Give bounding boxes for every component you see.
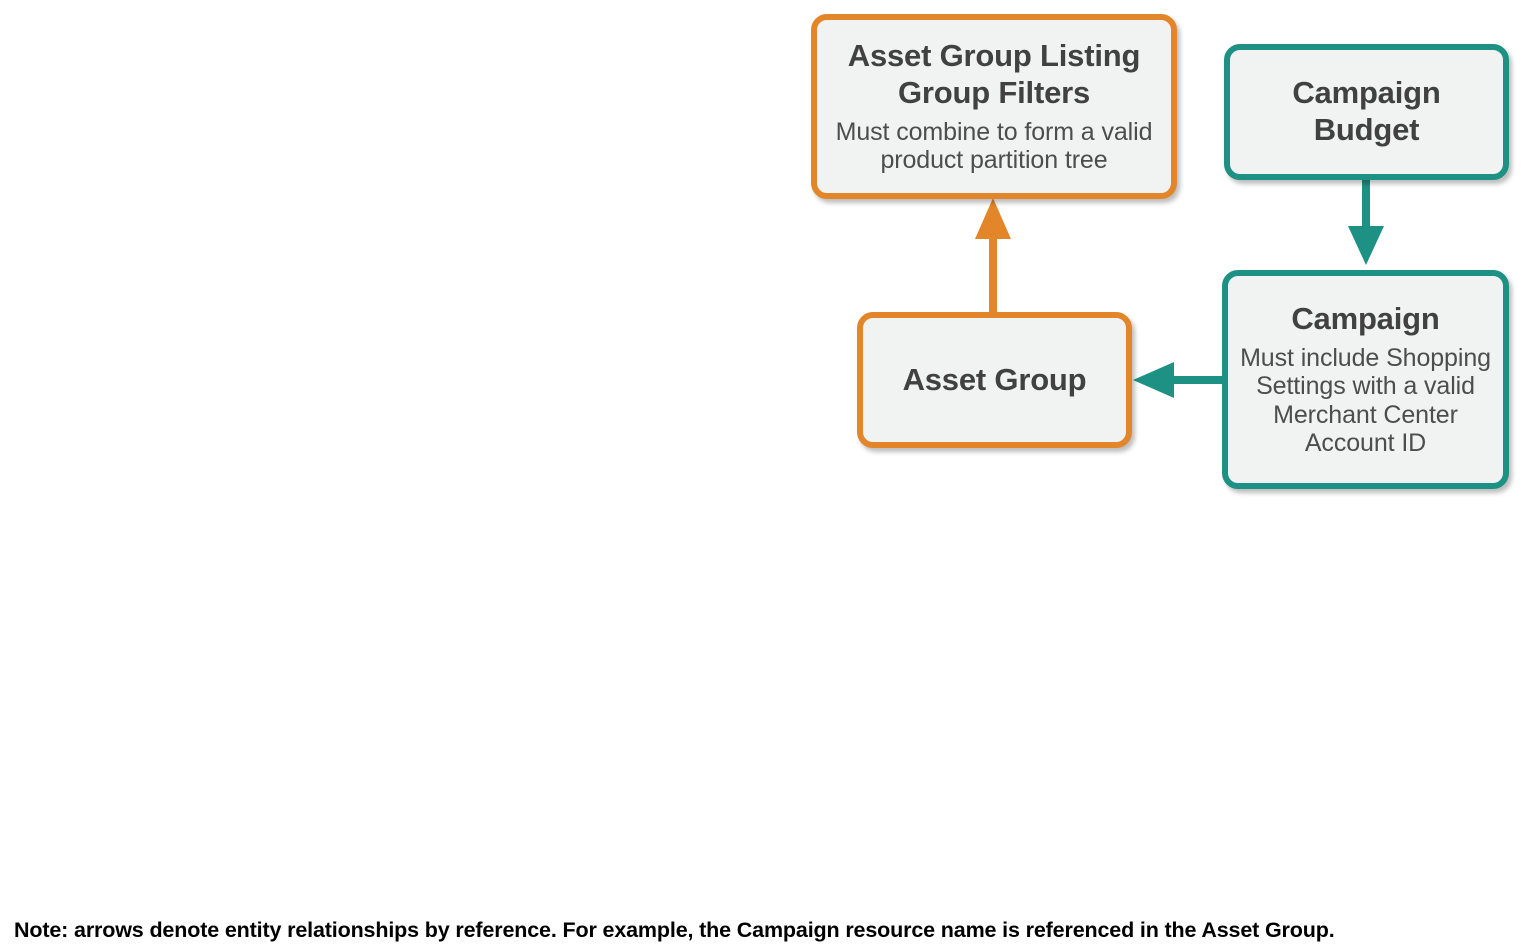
- node-title: Campaign Budget: [1292, 75, 1441, 147]
- node-title: Asset Group: [902, 361, 1087, 397]
- node-asset-group-listing-group-filters[interactable]: Asset Group Listing Group Filters Must c…: [811, 14, 1177, 199]
- node-asset-group[interactable]: Asset Group: [857, 312, 1132, 448]
- node-description: Must combine to form a valid product par…: [835, 117, 1153, 175]
- node-campaign[interactable]: Campaign Must include Shopping Settings …: [1222, 270, 1509, 489]
- arrow-campaign-budget-to-campaign: [1348, 180, 1384, 265]
- node-campaign-budget[interactable]: Campaign Budget: [1224, 44, 1509, 180]
- node-title: Campaign: [1291, 301, 1440, 337]
- node-description: Must include Shopping Settings with a va…: [1240, 343, 1491, 458]
- arrow-campaign-to-asset-group: [1133, 362, 1222, 398]
- arrow-asset-group-to-listing-group-filters: [975, 198, 1011, 312]
- node-title: Asset Group Listing Group Filters: [847, 38, 1141, 110]
- diagram-footnote: Note: arrows denote entity relationships…: [14, 918, 1335, 942]
